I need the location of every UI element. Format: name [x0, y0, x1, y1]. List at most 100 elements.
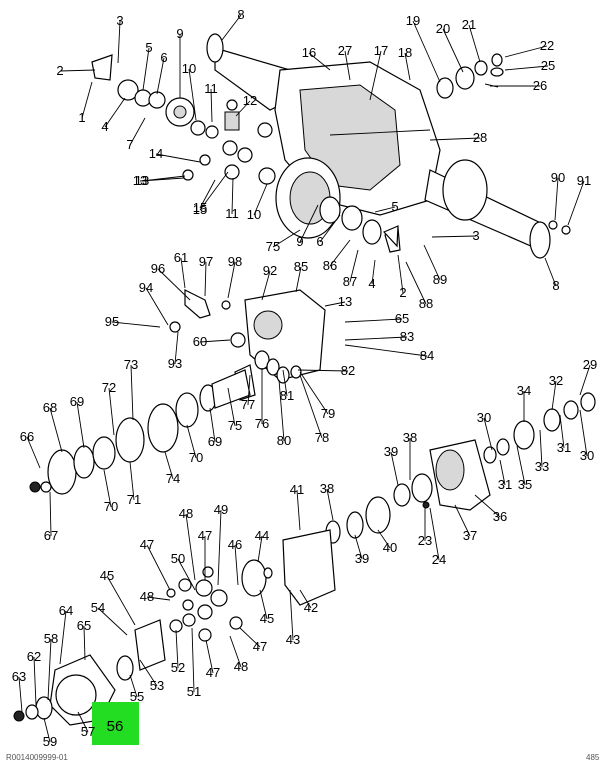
leader-line [544, 257, 557, 287]
leader-line [47, 638, 52, 701]
leader-line [188, 68, 197, 121]
callout-label: 31 [498, 477, 512, 492]
leader-line [442, 28, 464, 73]
leader-line [231, 177, 234, 215]
callout-label: 48 [234, 659, 248, 674]
callout-label: 65 [395, 311, 409, 326]
callout-label: 97 [199, 254, 213, 269]
callout-label: 86 [323, 258, 337, 273]
callout-label: 75 [266, 239, 280, 254]
callout-label: 5 [391, 199, 398, 214]
leader-line [77, 711, 89, 733]
callout-label: 46 [228, 537, 242, 552]
callout-label: 58 [44, 631, 58, 646]
callout-label: 81 [280, 388, 294, 403]
leader-line [217, 509, 222, 586]
leader-line [199, 339, 231, 343]
callout-label: 17 [374, 43, 388, 58]
leader-line [234, 544, 239, 586]
leader-line [579, 409, 588, 457]
leader-line [164, 451, 174, 480]
leader-line [429, 507, 440, 561]
callout-label: 20 [436, 21, 450, 36]
callout-label: 28 [473, 130, 487, 145]
leader-line [108, 387, 115, 436]
leader-line [257, 535, 263, 563]
leader-line [204, 261, 207, 297]
leader-line [83, 625, 86, 661]
leader-line [174, 331, 179, 365]
callout-label: 83 [400, 329, 414, 344]
footer-right-text: 485 [586, 753, 600, 761]
leader-line [282, 369, 288, 397]
highlight-box [92, 702, 139, 745]
callout-label: 15 [193, 202, 207, 217]
callout-label: 3 [116, 13, 123, 28]
callout-label: 72 [102, 380, 116, 395]
callout-label: 79 [321, 406, 335, 421]
leader-line [239, 627, 261, 648]
leader-line [329, 239, 351, 267]
callout-label: 34 [517, 383, 531, 398]
leader-lines [18, 14, 591, 743]
leader-line [142, 47, 150, 91]
callout-label: 57 [81, 724, 95, 739]
top-left-parts [91, 54, 276, 185]
callout-label: 76 [255, 416, 269, 431]
callout-label: 47 [206, 665, 220, 680]
leader-line [567, 180, 585, 226]
leader-line [272, 229, 301, 248]
callout-label: 29 [583, 357, 597, 372]
leader-line [49, 407, 63, 453]
leader-line [431, 235, 477, 238]
callout-label: 98 [228, 254, 242, 269]
leader-line [186, 424, 197, 459]
callout-label: 6 [160, 50, 167, 65]
callout-label: 47 [253, 639, 267, 654]
leader-line [227, 261, 236, 299]
callout-label: 41 [290, 482, 304, 497]
callout-label: 87 [343, 274, 357, 289]
leader-line [539, 429, 543, 468]
leader-line [551, 380, 557, 411]
leader-line [405, 261, 427, 305]
callout-label: 45 [260, 611, 274, 626]
leader-line [205, 639, 214, 674]
leader-line [199, 179, 216, 209]
callout-label: 59 [43, 734, 57, 749]
callout-label: 69 [70, 394, 84, 409]
callout-label: 42 [304, 600, 318, 615]
callout-label: 75 [228, 418, 242, 433]
callout-label: 45 [100, 568, 114, 583]
leader-line [59, 69, 96, 72]
callout-label: 69 [208, 434, 222, 449]
callout-label: 8 [237, 7, 244, 22]
leader-line [26, 436, 41, 469]
leader-line [43, 717, 51, 743]
callout-label: 19 [406, 13, 420, 28]
leader-line [111, 321, 161, 328]
callout-label: 47 [140, 537, 154, 552]
leader-line [296, 489, 301, 531]
callout-label: 51 [187, 684, 201, 699]
leader-line [235, 100, 251, 117]
ring-gear [275, 157, 401, 253]
callout-label: 10 [182, 61, 196, 76]
callout-label: 40 [383, 540, 397, 555]
callout-label: 61 [174, 250, 188, 265]
footer-left-text: R0014009999-01 [6, 753, 68, 761]
gear-housing [169, 289, 326, 401]
callout-label: 80 [277, 433, 291, 448]
callout-label: 9 [176, 26, 183, 41]
leader-line [157, 268, 191, 301]
callout-label: 3 [472, 228, 479, 243]
leader-line [289, 589, 294, 641]
callout-label: 25 [541, 58, 555, 73]
callout-label: 82 [341, 363, 355, 378]
callout-label: 96 [151, 261, 165, 276]
leader-line [259, 589, 268, 620]
callout-label: 62 [27, 649, 41, 664]
leader-line [278, 379, 285, 442]
leader-line [349, 249, 359, 283]
